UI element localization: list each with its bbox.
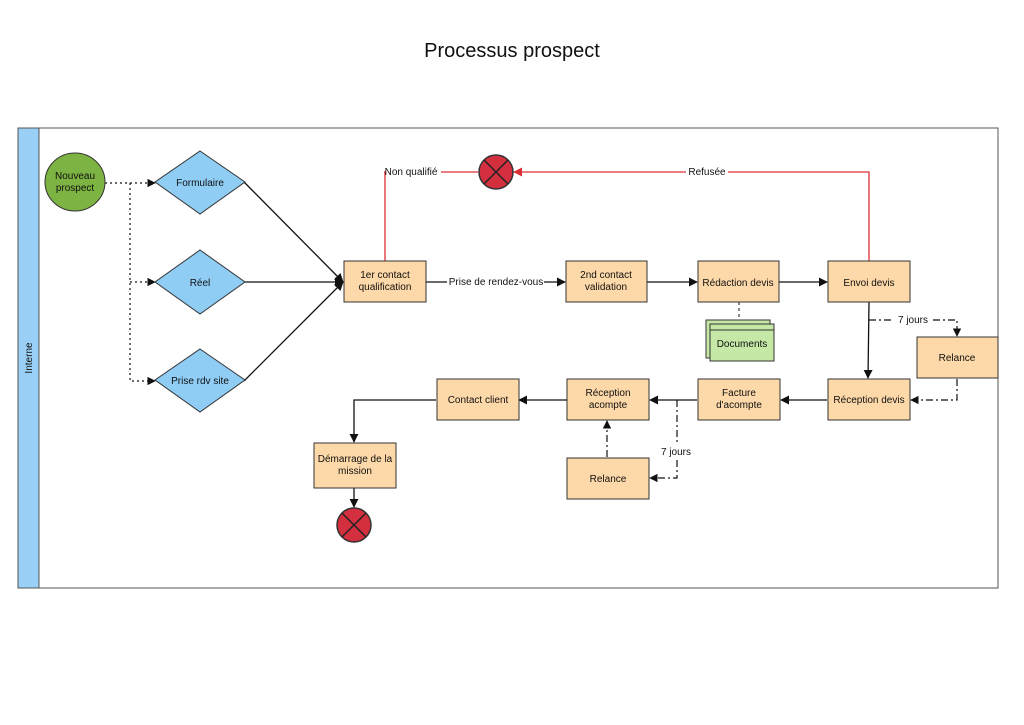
node-label-line: Relance (939, 353, 976, 364)
decision-prise-rdv-site[interactable] (154, 348, 246, 413)
node-label-line: Facture (722, 388, 756, 399)
node-label-line: Relance (590, 474, 627, 485)
task-envoi-devis[interactable] (827, 260, 911, 303)
node-label-line: Réception (585, 388, 630, 399)
edge-main-flow (349, 277, 873, 508)
node-label-line: 2nd contact (580, 270, 632, 281)
edge-label-7-jours-acompte: 7 jours (661, 447, 691, 458)
task-facture-acompte[interactable] (697, 378, 781, 421)
task-reception-acompte[interactable] (566, 378, 650, 421)
edge-rejections (384, 167, 870, 261)
task-premier-contact[interactable] (343, 260, 427, 303)
label-envoi-devis: Envoi devis (843, 278, 894, 289)
edge-decisions-to-first-contact (243, 181, 344, 382)
node-label-line: Prise rdv site (171, 376, 229, 387)
label-relance-devis: Relance (939, 353, 976, 364)
node-label-line: Documents (717, 339, 768, 350)
node-label-line: prospect (56, 183, 95, 194)
edge-label-7-jours-devis: 7 jours (898, 315, 928, 326)
label-relance-acompte: Relance (590, 474, 627, 485)
task-contact-client[interactable] (436, 378, 520, 421)
node-label-line: Réel (190, 278, 211, 289)
pool-border (17, 127, 999, 589)
decision-reel[interactable] (154, 249, 246, 315)
label-reel: Réel (190, 278, 211, 289)
node-label-line: qualification (359, 282, 412, 293)
node-label-line: Formulaire (176, 178, 224, 189)
node-label-line: Nouveau (55, 171, 95, 182)
node-label-line: 1er contact (360, 270, 410, 281)
node-label-line: acompte (589, 400, 628, 411)
edge-relance-loops (602, 319, 962, 483)
task-reception-devis[interactable] (827, 378, 911, 421)
node-label-line: d'acompte (716, 400, 762, 411)
node-label-line: Contact client (448, 395, 509, 406)
edge-label-refusee: Refusée (688, 167, 726, 178)
node-label-line: Envoi devis (843, 278, 894, 289)
end-event-mission[interactable] (336, 507, 372, 543)
end-event-rejected[interactable] (478, 154, 514, 190)
label-contact-client: Contact client (448, 395, 509, 406)
page-title: Processus prospect (424, 40, 600, 62)
edge-start-to-decisions (105, 178, 156, 386)
label-documents: Documents (717, 339, 768, 350)
label-reception-devis: Réception devis (833, 395, 904, 406)
lane-label: Interne (24, 342, 35, 374)
node-label-line: mission (338, 466, 372, 477)
task-relance-devis[interactable] (916, 336, 999, 379)
edge-label-prise-de-rdv: Prise de rendez-vous (449, 277, 544, 288)
node-label-line: Démarrage de la (318, 454, 393, 465)
label-prise-rdv-site: Prise rdv site (171, 376, 229, 387)
task-redaction-devis[interactable] (697, 260, 780, 303)
task-second-contact[interactable] (565, 260, 648, 303)
task-demarrage-mission[interactable] (313, 442, 397, 489)
node-label-line: Rédaction devis (702, 278, 773, 289)
edge-label-non-qualifie: Non qualifié (385, 167, 438, 178)
label-formulaire: Formulaire (176, 178, 224, 189)
decision-formulaire[interactable] (154, 150, 246, 215)
label-redaction-devis: Rédaction devis (702, 278, 773, 289)
lane-header (17, 127, 40, 589)
task-relance-acompte[interactable] (566, 457, 650, 500)
node-label-line: validation (585, 282, 627, 293)
node-label-line: Réception devis (833, 395, 904, 406)
start-event-nouveau-prospect[interactable] (44, 152, 106, 212)
